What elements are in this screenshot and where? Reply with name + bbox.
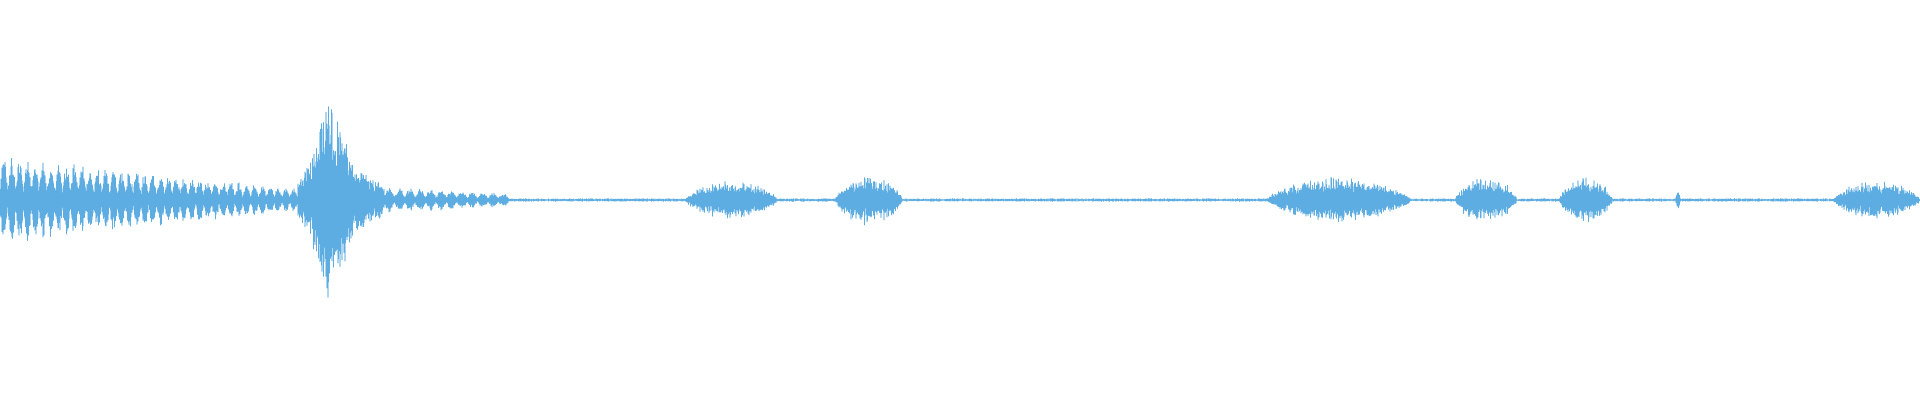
waveform-trace <box>0 106 1920 298</box>
